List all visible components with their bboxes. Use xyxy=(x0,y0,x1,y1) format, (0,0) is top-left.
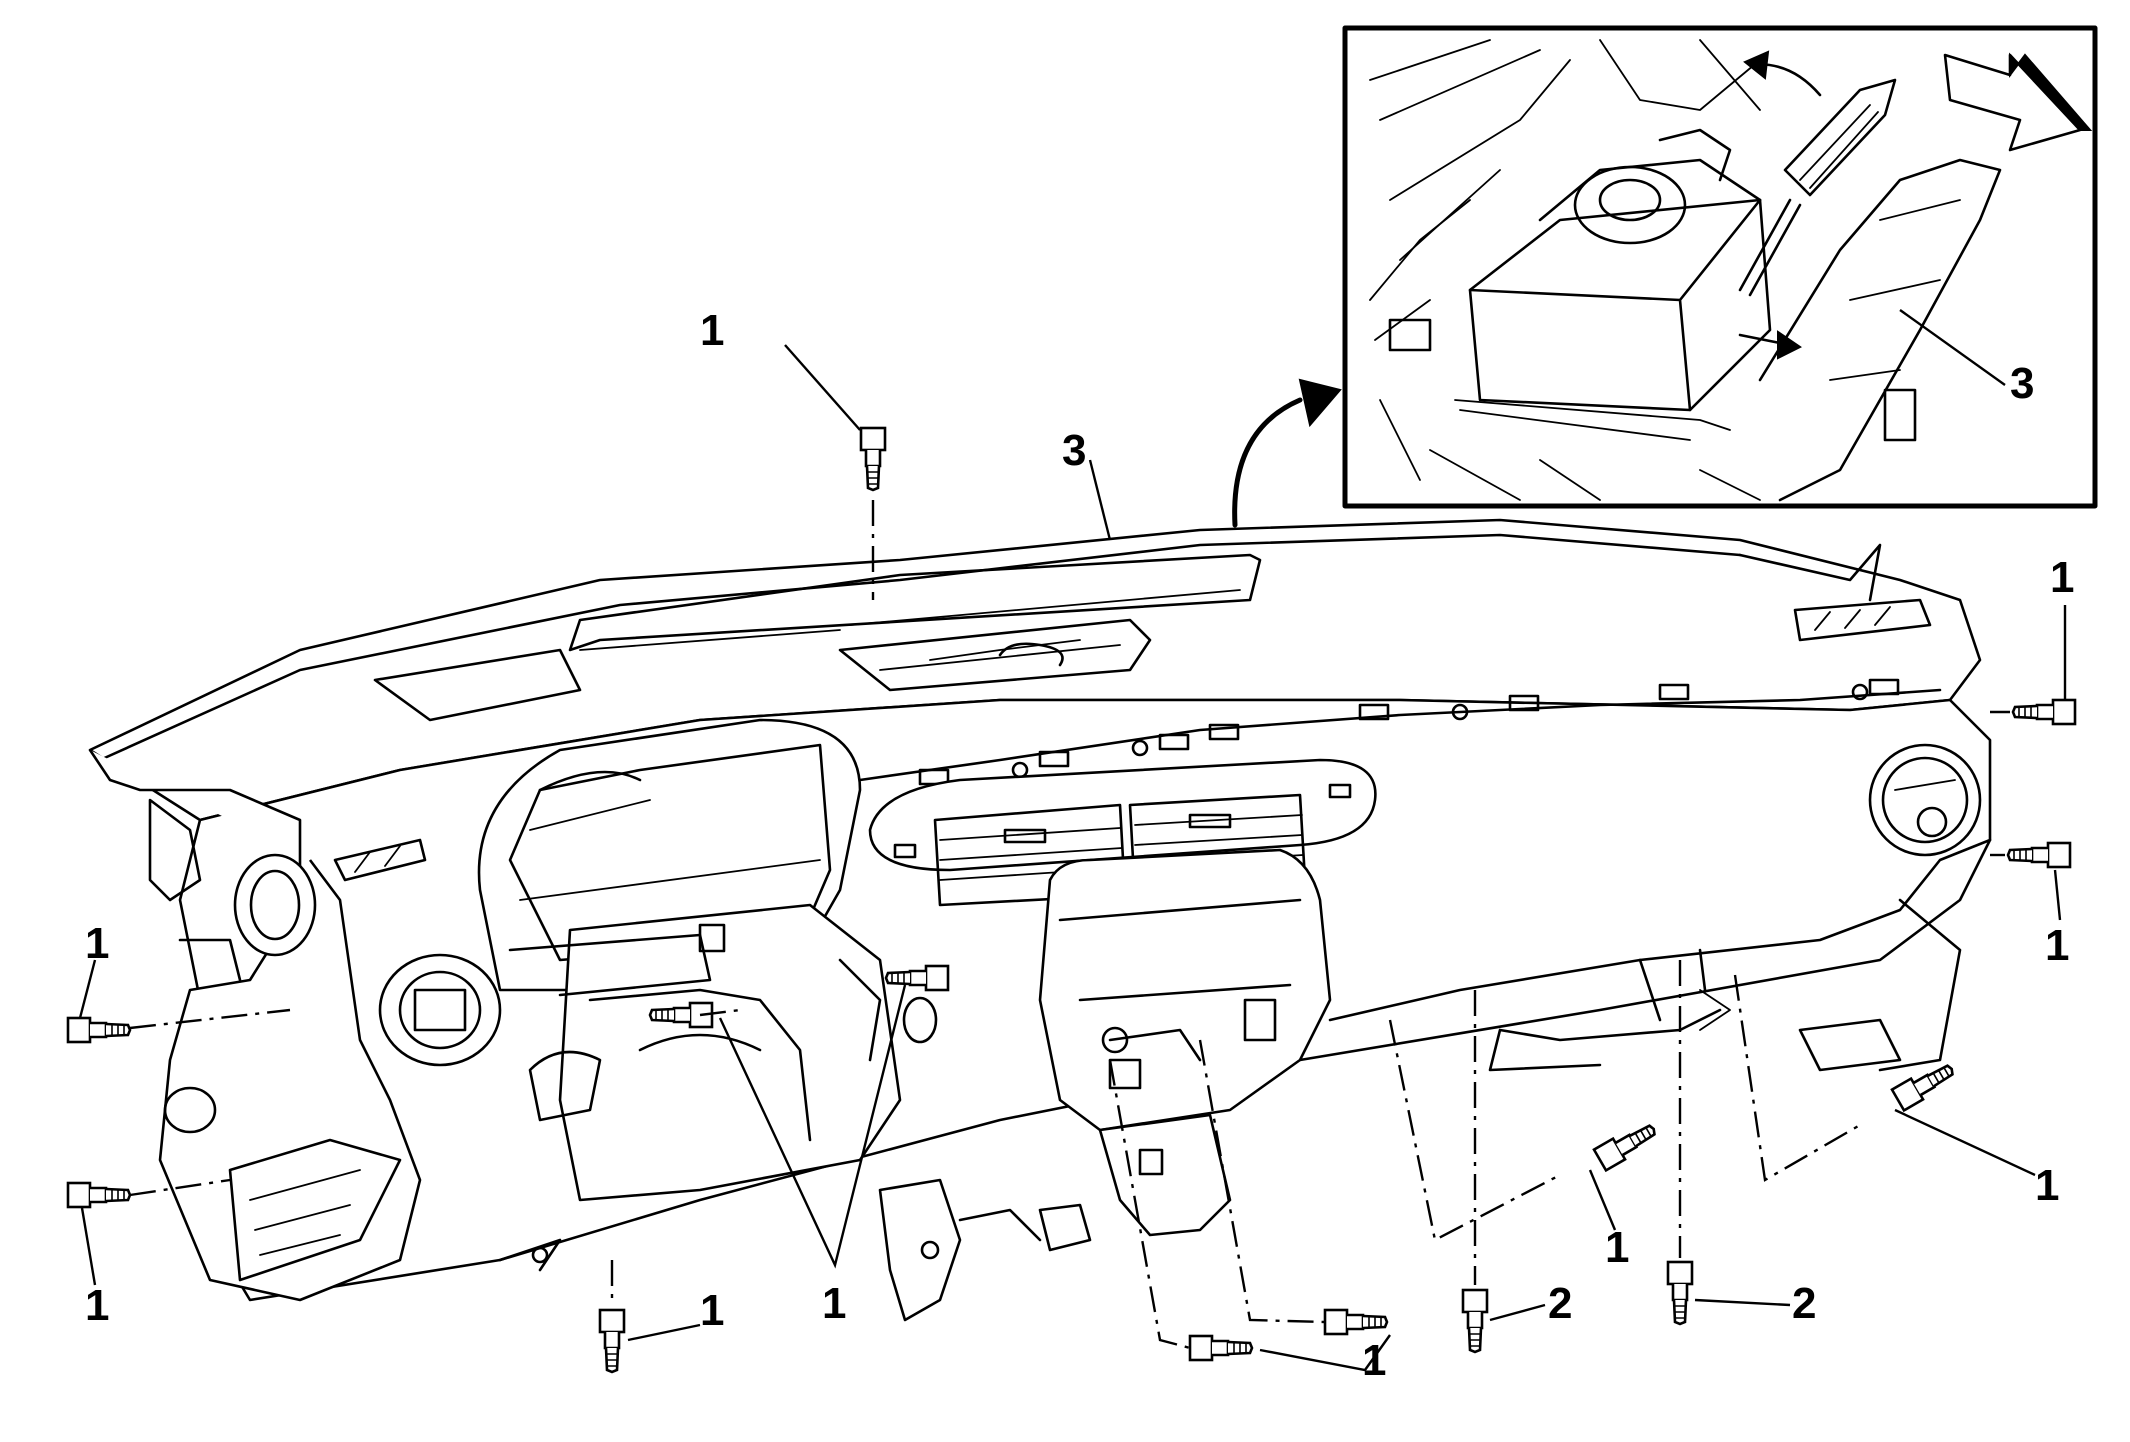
bolt-icon xyxy=(1592,1117,1661,1172)
callout-1-column-pair: 1 xyxy=(822,1279,846,1328)
callout-1-right-lower: 1 xyxy=(2045,921,2069,970)
callout-1-right-upper: 1 xyxy=(2050,553,2074,602)
callout-3-inset: 3 xyxy=(2010,359,2034,408)
callout-1-left-lower: 1 xyxy=(85,1281,109,1330)
callout-1-left-upper: 1 xyxy=(85,919,109,968)
bolt-icon xyxy=(1188,1334,1254,1362)
callout-1-bottom-left: 1 xyxy=(700,1286,724,1335)
callout-2-left: 2 xyxy=(1548,1279,1572,1328)
bolt-icon xyxy=(1666,1260,1694,1326)
callout-2-right: 2 xyxy=(1792,1279,1816,1328)
bolt-icon xyxy=(2011,698,2077,726)
bolt-icon xyxy=(859,426,887,492)
callout-1-center-pair: 1 xyxy=(1362,1336,1386,1385)
bolt-icon xyxy=(1461,1288,1489,1354)
right-round-vent xyxy=(1868,743,1982,857)
inset-pointer-arrow xyxy=(1232,378,1342,528)
callout-1-lower-mid: 1 xyxy=(1605,1223,1629,1272)
callout-1-top: 1 xyxy=(700,306,724,355)
control-module xyxy=(1468,198,1772,412)
callout-3-main: 3 xyxy=(1062,426,1086,475)
bolt-icon xyxy=(66,1016,132,1044)
bolt-icon xyxy=(2006,841,2072,869)
bolt-icon xyxy=(66,1181,132,1209)
bolt-icon xyxy=(1323,1308,1389,1336)
screwdriver-icon xyxy=(1738,78,1897,297)
instrument-panel xyxy=(88,518,1992,1322)
direction-arrow-icon xyxy=(1943,52,2093,152)
callout-1-right-mid: 1 xyxy=(2035,1161,2059,1210)
inset-detail: 3 xyxy=(1342,25,2098,509)
bolt-icon xyxy=(598,1308,626,1374)
